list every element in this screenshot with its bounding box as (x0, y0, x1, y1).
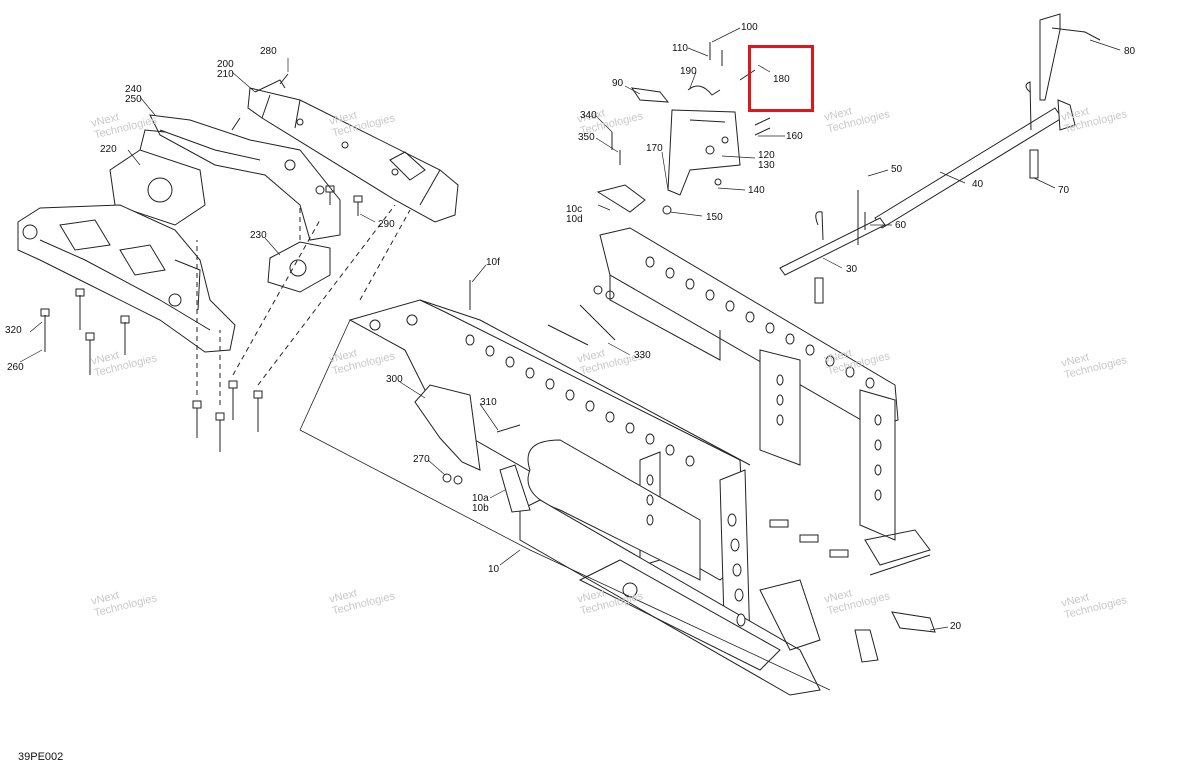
callout-330[interactable]: 330 (634, 350, 651, 361)
callout-40[interactable]: 40 (972, 179, 984, 190)
callout-260[interactable]: 260 (7, 362, 24, 373)
callout-70[interactable]: 70 (1058, 185, 1070, 196)
shield-300 (414, 384, 531, 513)
callout-80[interactable]: 80 (1124, 46, 1136, 57)
callout-130[interactable]: 130 (758, 160, 775, 171)
callout-200[interactable]: 200 (217, 59, 234, 70)
callout-10f[interactable]: 10f (486, 257, 500, 268)
callout-150[interactable]: 150 (706, 212, 723, 223)
callout-120[interactable]: 120 (758, 150, 775, 161)
callout-100[interactable]: 100 (741, 22, 758, 33)
callout-10d[interactable]: 10d (566, 214, 583, 225)
misc-hardware (469, 280, 936, 663)
upper-bracket-200 (247, 79, 459, 223)
callout-10c[interactable]: 10c (566, 204, 583, 215)
callout-10b[interactable]: 10b (472, 503, 489, 514)
callout-300[interactable]: 300 (386, 374, 403, 385)
callout-250[interactable]: 250 (125, 94, 142, 105)
callout-20[interactable]: 20 (950, 621, 962, 632)
callout-60[interactable]: 60 (895, 220, 907, 231)
callout-240[interactable]: 240 (125, 84, 142, 95)
bracket-230 (267, 241, 331, 293)
mount-bracket-220 (109, 114, 341, 241)
callout-230[interactable]: 230 (250, 230, 267, 241)
callout-10a[interactable]: 10a (472, 493, 489, 504)
callout-170[interactable]: 170 (646, 143, 663, 154)
callout-190[interactable]: 190 (680, 66, 697, 77)
callout-50[interactable]: 50 (891, 164, 903, 175)
callout-290[interactable]: 290 (378, 219, 395, 230)
leader-lines (19, 27, 1121, 631)
callout-180[interactable]: 180 (773, 74, 790, 85)
highlight-box-180 (748, 45, 814, 112)
callout-90[interactable]: 90 (612, 78, 624, 89)
bolt-set-left (40, 73, 363, 452)
left-arm-frame (17, 204, 236, 353)
callout-280[interactable]: 280 (260, 46, 277, 57)
drawing-id: 39PE002 (18, 751, 64, 763)
callout-220[interactable]: 220 (100, 144, 117, 155)
callout-340[interactable]: 340 (580, 110, 597, 121)
callout-350[interactable]: 350 (578, 132, 595, 143)
shift-linkage (779, 13, 1101, 304)
callout-10[interactable]: 10 (488, 564, 500, 575)
callout-110[interactable]: 110 (672, 43, 688, 54)
callout-140[interactable]: 140 (748, 185, 765, 196)
callout-320[interactable]: 320 (5, 325, 22, 336)
callout-310[interactable]: 310 (480, 397, 497, 408)
main-frame-10 (299, 227, 931, 696)
callout-270[interactable]: 270 (413, 454, 430, 465)
callout-30[interactable]: 30 (846, 264, 858, 275)
callout-210[interactable]: 210 (217, 69, 234, 80)
callout-160[interactable]: 160 (786, 131, 803, 142)
bracket-120 (596, 42, 771, 215)
guide-lines-left (196, 204, 411, 405)
